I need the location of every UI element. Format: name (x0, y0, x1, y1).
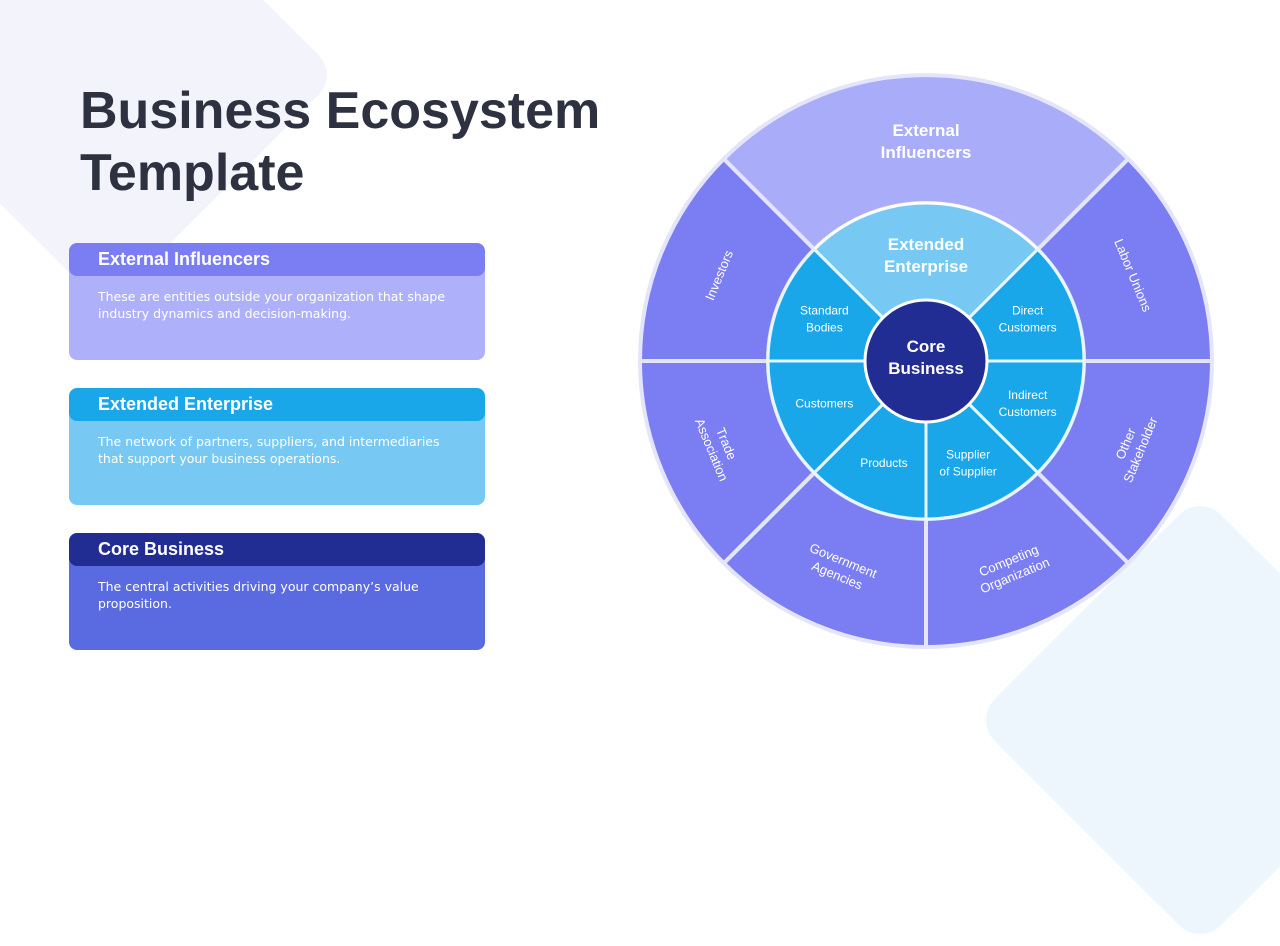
info-card-extended-enterprise: Extended Enterprise The network of partn… (69, 388, 485, 505)
inner-segment-label-1-line: Indirect (1008, 388, 1048, 402)
inner-segment-label-4-line: Customers (795, 396, 853, 410)
inner-segment-label-3: Products (860, 456, 907, 470)
external-influencers-label-line: External (892, 121, 959, 140)
inner-segment-label-2-line: of Supplier (939, 464, 996, 478)
info-card-external-influencers: External Influencers These are entities … (69, 243, 485, 360)
core-business-label-line: Business (888, 359, 964, 378)
card-heading: External Influencers (69, 243, 485, 276)
card-heading: Core Business (69, 533, 485, 566)
inner-segment-label-2-line: Supplier (946, 447, 990, 461)
core-business-label-line: Core (907, 337, 946, 356)
core-business-circle (863, 298, 989, 424)
extended-enterprise-label-line: Enterprise (884, 257, 968, 276)
card-heading: Extended Enterprise (69, 388, 485, 421)
inner-segment-label-4: Customers (795, 396, 853, 410)
inner-segment-label-1-line: Customers (999, 405, 1057, 419)
info-card-core-business: Core Business The central activities dri… (69, 533, 485, 650)
card-description: These are entities outside your organiza… (98, 289, 446, 321)
card-description: The central activities driving your comp… (98, 579, 419, 611)
extended-enterprise-label-line: Extended (888, 235, 965, 254)
inner-segment-label-5-line: Bodies (806, 321, 843, 335)
card-description: The network of partners, suppliers, and … (98, 434, 440, 466)
inner-segment-label-5-line: Standard (800, 304, 849, 318)
external-influencers-label-line: Influencers (881, 143, 972, 162)
inner-segment-label-0-line: Direct (1012, 304, 1044, 318)
inner-segment-label-3-line: Products (860, 456, 907, 470)
inner-segment-label-2: Supplier of Supplier (939, 447, 996, 478)
page-title: Business Ecosystem Template (80, 82, 601, 202)
inner-segment-label-0-line: Customers (999, 321, 1057, 335)
